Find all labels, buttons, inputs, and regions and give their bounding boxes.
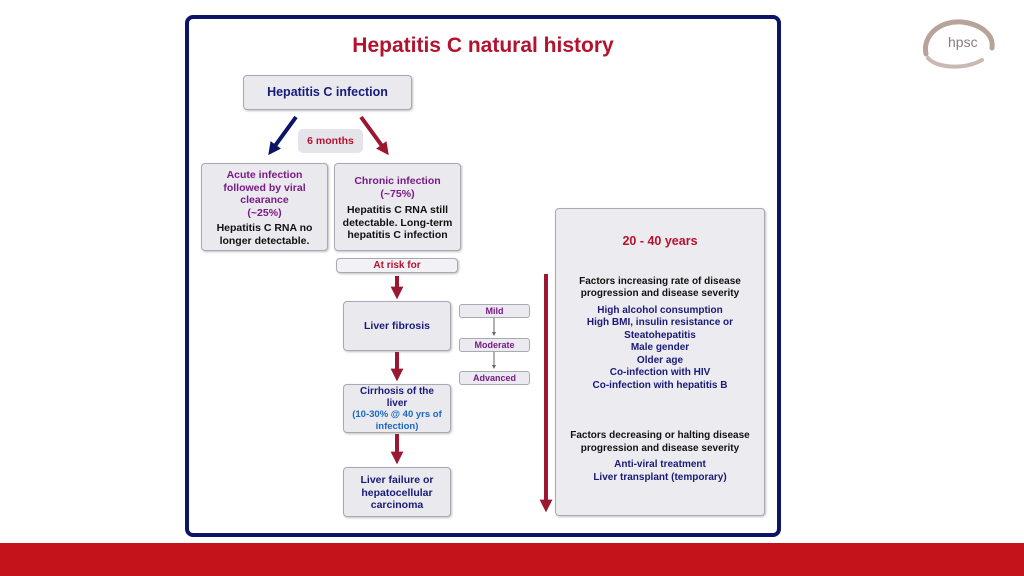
increasing-item: High alcohol consumption bbox=[597, 304, 723, 316]
stage-moderate: Moderate bbox=[459, 338, 530, 352]
acute-body-line: longer detectable. bbox=[219, 234, 310, 247]
acute-heading-line: clearance bbox=[240, 194, 289, 206]
page-title: Hepatitis C natural history bbox=[352, 34, 614, 57]
decreasing-item: Anti-viral treatment bbox=[614, 459, 706, 470]
acute-infection-box: Acute infection followed by viral cleara… bbox=[201, 163, 328, 251]
decreasing-heading: Factors decreasing or halting disease pr… bbox=[556, 430, 764, 455]
hepatitis-c-infection-box: Hepatitis C infection bbox=[243, 75, 412, 110]
at-risk-label: At risk for bbox=[336, 258, 458, 273]
increasing-item: Co-infection with hepatitis B bbox=[592, 379, 728, 391]
acute-heading-line: Acute infection bbox=[226, 169, 303, 181]
chronic-body-line: Hepatitis C RNA still bbox=[346, 204, 449, 216]
chronic-body-line: detectable. Long-term bbox=[342, 216, 453, 229]
increasing-item: Co-infection with HIV bbox=[609, 367, 711, 378]
acute-heading-line: (~25%) bbox=[247, 206, 282, 219]
acute-heading-line: followed by viral bbox=[223, 181, 306, 194]
stage-mild-text: Mild bbox=[485, 306, 504, 316]
cirrhosis-detail-line: (10-30% @ 40 yrs of bbox=[352, 409, 442, 420]
stage-moderate-text: Moderate bbox=[474, 340, 515, 350]
at-risk-text: At risk for bbox=[373, 260, 421, 271]
increasing-list: High alcohol consumption High BMI, insul… bbox=[556, 305, 764, 393]
infection-label: Hepatitis C infection bbox=[267, 85, 388, 99]
increasing-heading-line: progression and disease severity bbox=[580, 288, 740, 299]
six-months-text: 6 months bbox=[307, 135, 354, 147]
six-months-label: 6 months bbox=[298, 129, 363, 153]
decreasing-list: Anti-viral treatment Liver transplant (t… bbox=[556, 459, 764, 484]
arrow-to-chronic bbox=[359, 115, 389, 156]
stage-mild: Mild bbox=[459, 304, 530, 318]
years-label: 20 - 40 years bbox=[622, 234, 698, 248]
chronic-heading-line: (~75%) bbox=[380, 187, 415, 200]
failure-line: Liver failure or bbox=[360, 474, 434, 486]
increasing-item: Steatohepatitis bbox=[624, 329, 696, 341]
increasing-heading: Factors increasing rate of disease progr… bbox=[556, 276, 764, 301]
side-panel: 20 - 40 years Factors increasing rate of… bbox=[555, 208, 765, 516]
hpsc-logo: hpsc bbox=[918, 14, 1000, 70]
liver-fibrosis-box: Liver fibrosis bbox=[343, 301, 451, 351]
chronic-heading-line: Chronic infection bbox=[354, 175, 441, 187]
cirrhosis-box: Cirrhosis of the liver (10-30% @ 40 yrs … bbox=[343, 384, 451, 433]
chronic-body-line: hepatitis C infection bbox=[347, 229, 448, 241]
cirrhosis-title-line: liver bbox=[386, 397, 408, 409]
decreasing-heading-line: Factors decreasing or halting disease bbox=[570, 430, 750, 441]
logo-swirl-icon bbox=[922, 19, 995, 69]
bottom-bar bbox=[0, 543, 1024, 576]
stage-advanced-text: Advanced bbox=[472, 373, 516, 383]
liver-failure-box: Liver failure or hepatocellular carcinom… bbox=[343, 467, 451, 517]
decreasing-heading-line: progression and disease severity bbox=[580, 442, 740, 454]
logo-text: hpsc bbox=[948, 34, 978, 50]
cirrhosis-title-line: Cirrhosis of the bbox=[360, 386, 434, 397]
failure-line: carcinoma bbox=[370, 499, 424, 511]
fibrosis-text: Liver fibrosis bbox=[364, 320, 430, 332]
chronic-infection-box: Chronic infection (~75%) Hepatitis C RNA… bbox=[334, 163, 461, 251]
chronic-body: Hepatitis C RNA still detectable. Long-t… bbox=[335, 204, 460, 242]
stage-advanced: Advanced bbox=[459, 371, 530, 385]
chronic-heading: Chronic infection (~75%) bbox=[335, 175, 460, 200]
arrow-to-acute bbox=[268, 115, 298, 156]
decreasing-item: Liver transplant (temporary) bbox=[593, 471, 727, 483]
increasing-item: Older age bbox=[636, 354, 684, 366]
acute-body-line: Hepatitis C RNA no bbox=[216, 222, 313, 234]
acute-heading: Acute infection followed by viral cleara… bbox=[202, 169, 327, 219]
acute-body: Hepatitis C RNA no longer detectable. bbox=[202, 222, 327, 247]
increasing-heading-line: Factors increasing rate of disease bbox=[579, 275, 741, 287]
increasing-item: High BMI, insulin resistance or bbox=[586, 317, 734, 328]
cirrhosis-detail-line: infection) bbox=[375, 420, 419, 432]
increasing-item: Male gender bbox=[630, 342, 690, 353]
failure-line: hepatocellular bbox=[361, 486, 433, 499]
